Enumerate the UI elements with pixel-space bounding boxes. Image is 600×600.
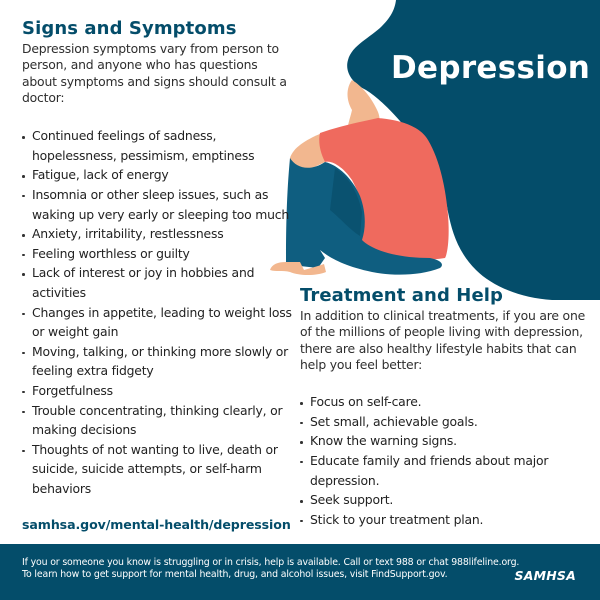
feet xyxy=(270,262,326,275)
treatment-and-help-section: Treatment and Help In addition to clinic… xyxy=(300,284,590,529)
crisis-help-text: If you or someone you know is struggling… xyxy=(22,557,520,568)
find-support-text: To learn how to get support for mental h… xyxy=(22,569,448,580)
list-item: Forgetfulness xyxy=(22,381,292,401)
treatment-list: Focus on self-care. Set small, achievabl… xyxy=(300,392,590,529)
list-item: Trouble concentrating, thinking clearly,… xyxy=(22,401,292,440)
list-item: Changes in appetite, leading to weight l… xyxy=(22,303,292,342)
list-item: Anxiety, irritability, restlessness xyxy=(22,224,292,244)
list-item: Know the warning signs. xyxy=(300,431,590,451)
signs-heading: Signs and Symptoms xyxy=(22,18,237,39)
list-item: Seek support. xyxy=(300,490,590,510)
list-item: Lack of interest or joy in hobbies and a… xyxy=(22,263,292,302)
jeans-shadow xyxy=(330,168,362,236)
list-item: Set small, achievable goals. xyxy=(300,412,590,432)
list-item: Continued feelings of sadness, hopelessn… xyxy=(22,126,292,165)
hair-shape xyxy=(347,0,600,300)
samhsa-logo: SAMHSA xyxy=(514,568,576,583)
treatment-intro: In addition to clinical treatments, if y… xyxy=(300,308,586,372)
list-item: Educate family and friends about major d… xyxy=(300,451,590,490)
footer-banner: If you or someone you know is struggling… xyxy=(0,544,600,600)
treatment-heading: Treatment and Help xyxy=(300,285,504,306)
signs-intro: Depression symptoms vary from person to … xyxy=(22,41,287,105)
jeans xyxy=(286,158,442,275)
shirt xyxy=(319,118,449,260)
list-item: Stick to your treatment plan. xyxy=(300,510,590,530)
list-item: Feeling worthless or guilty xyxy=(22,244,292,264)
list-item: Moving, talking, or thinking more slowly… xyxy=(22,342,292,381)
samhsa-depression-link[interactable]: samhsa.gov/mental-health/depression xyxy=(22,517,291,533)
symptoms-list: Continued feelings of sadness, hopelessn… xyxy=(22,126,292,498)
list-item: Fatigue, lack of energy xyxy=(22,165,292,185)
page-title: Depression xyxy=(391,50,591,86)
arm xyxy=(289,133,325,170)
list-item: Insomnia or other sleep issues, such as … xyxy=(22,185,292,224)
list-item: Focus on self-care. xyxy=(300,392,590,412)
list-item: Thoughts of not wanting to live, death o… xyxy=(22,440,292,499)
signs-and-symptoms-section: Signs and Symptoms Depression symptoms v… xyxy=(22,17,292,532)
